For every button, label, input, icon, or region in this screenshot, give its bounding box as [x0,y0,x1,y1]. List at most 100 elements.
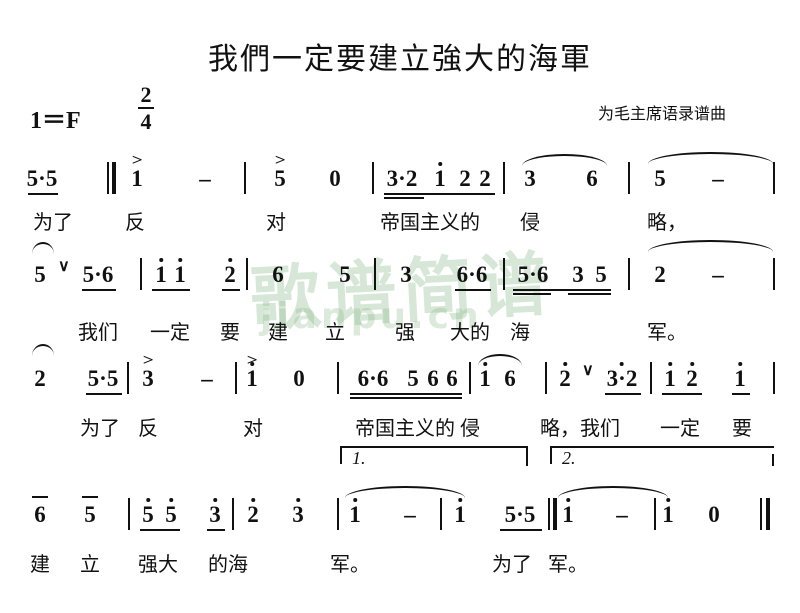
volta-label: 2. [562,448,576,468]
lyric: 建 [268,320,288,344]
note: 1 [734,366,746,391]
lyric: 强 [395,320,415,344]
lyric: 的海 [208,552,248,576]
lyric: 强大 [138,552,178,576]
notes-row: 5 ∨ 5·6 1 1 2 6 5 3 6·6 5·6 3 5 2 – [0,240,800,295]
barline [628,162,630,194]
watermark-url: jianpu.cn [260,296,483,337]
note: 5·6 [82,262,114,287]
lyric: 军。 [548,552,588,576]
barline [773,162,775,194]
note: 6·6 [357,366,389,391]
note: 3·2 [606,366,638,391]
note: 3 [209,502,221,527]
lyric: 立 [80,552,100,576]
lyric: 立 [325,320,345,344]
note: 1 [662,502,674,527]
note: 6 [446,366,458,391]
underline [140,529,180,531]
overline [82,496,98,498]
underline [568,293,611,295]
lyric: 要 [220,320,240,344]
barline-thick [112,162,116,194]
note: 5 [595,262,607,287]
note: 6 [34,502,46,527]
key-signature: 1＝F [30,108,81,134]
lyric: 建 [30,552,50,576]
barline [127,362,129,394]
note: 3 [572,262,584,287]
lyric: 略，我们 [540,416,620,440]
note: 0 [293,366,305,391]
time-denominator: 4 [140,109,152,134]
barline [337,498,339,530]
barline [469,362,471,394]
note: 1 [562,502,574,527]
note: 6 [272,262,284,287]
barline [337,362,339,394]
lyric: 我们 [78,320,118,344]
final-barline [766,498,770,530]
note: 2 [559,366,571,391]
note: 2 [224,262,236,287]
barline [232,498,234,530]
barline [773,362,775,394]
lyric: 大的 [450,320,490,344]
note: 5 [34,262,46,287]
note: 6 [427,366,439,391]
note: 1 [349,502,361,527]
note: 5 [407,366,419,391]
note: 0 [708,502,720,527]
barline [107,162,109,194]
note: 5 [339,262,351,287]
barline [773,258,775,290]
note: 5 [165,502,177,527]
underline [455,289,491,291]
barline [628,258,630,290]
slur [648,152,773,164]
note: 3 [142,366,154,392]
note: 2 [459,166,471,191]
tie-continuation [32,242,54,254]
composer-credit: 为毛主席语录谱曲 [598,104,727,123]
barline [140,258,142,290]
barline [244,162,246,194]
lyric: 一定 [150,320,190,344]
note: 5 [274,166,286,192]
note: 2 [654,262,666,287]
volta-label: 1. [352,448,366,468]
barline-thick [553,498,557,530]
lyric: 军。 [330,552,370,576]
note: 3·2 [386,166,418,191]
underline [500,529,542,531]
note: 5·6 [517,262,549,287]
lyric: 略， [647,210,687,234]
volta-end [772,454,774,466]
underline [82,289,116,291]
note: 1 [454,502,466,527]
note: 2 [247,502,259,527]
note: 3 [400,262,412,287]
note: – [712,166,724,191]
song-title: 我們一定要建立強大的海軍 [208,42,592,77]
note: 5 [84,502,96,527]
lyric: 为了 [492,552,532,576]
time-numerator: 2 [140,82,152,107]
underline [86,393,122,395]
lyric: 一定 [660,416,700,440]
underline [350,397,462,399]
slur [648,240,773,252]
note: 0 [329,166,341,191]
note: 3 [292,502,304,527]
notes-row: 6 5 5 5 3 2 3 1 – 1 5·5 1 – 1 0 [0,486,800,532]
lyric: 帝国主义的 [380,210,480,234]
underline [384,197,424,199]
note: 6·6 [456,262,488,287]
underline [28,193,58,195]
note: – [201,366,213,391]
lyric: 帝国主义的 [355,416,455,440]
underline [350,393,462,395]
note: 1 [246,366,258,392]
lyric: 对 [266,210,286,234]
note: 6 [586,166,598,191]
